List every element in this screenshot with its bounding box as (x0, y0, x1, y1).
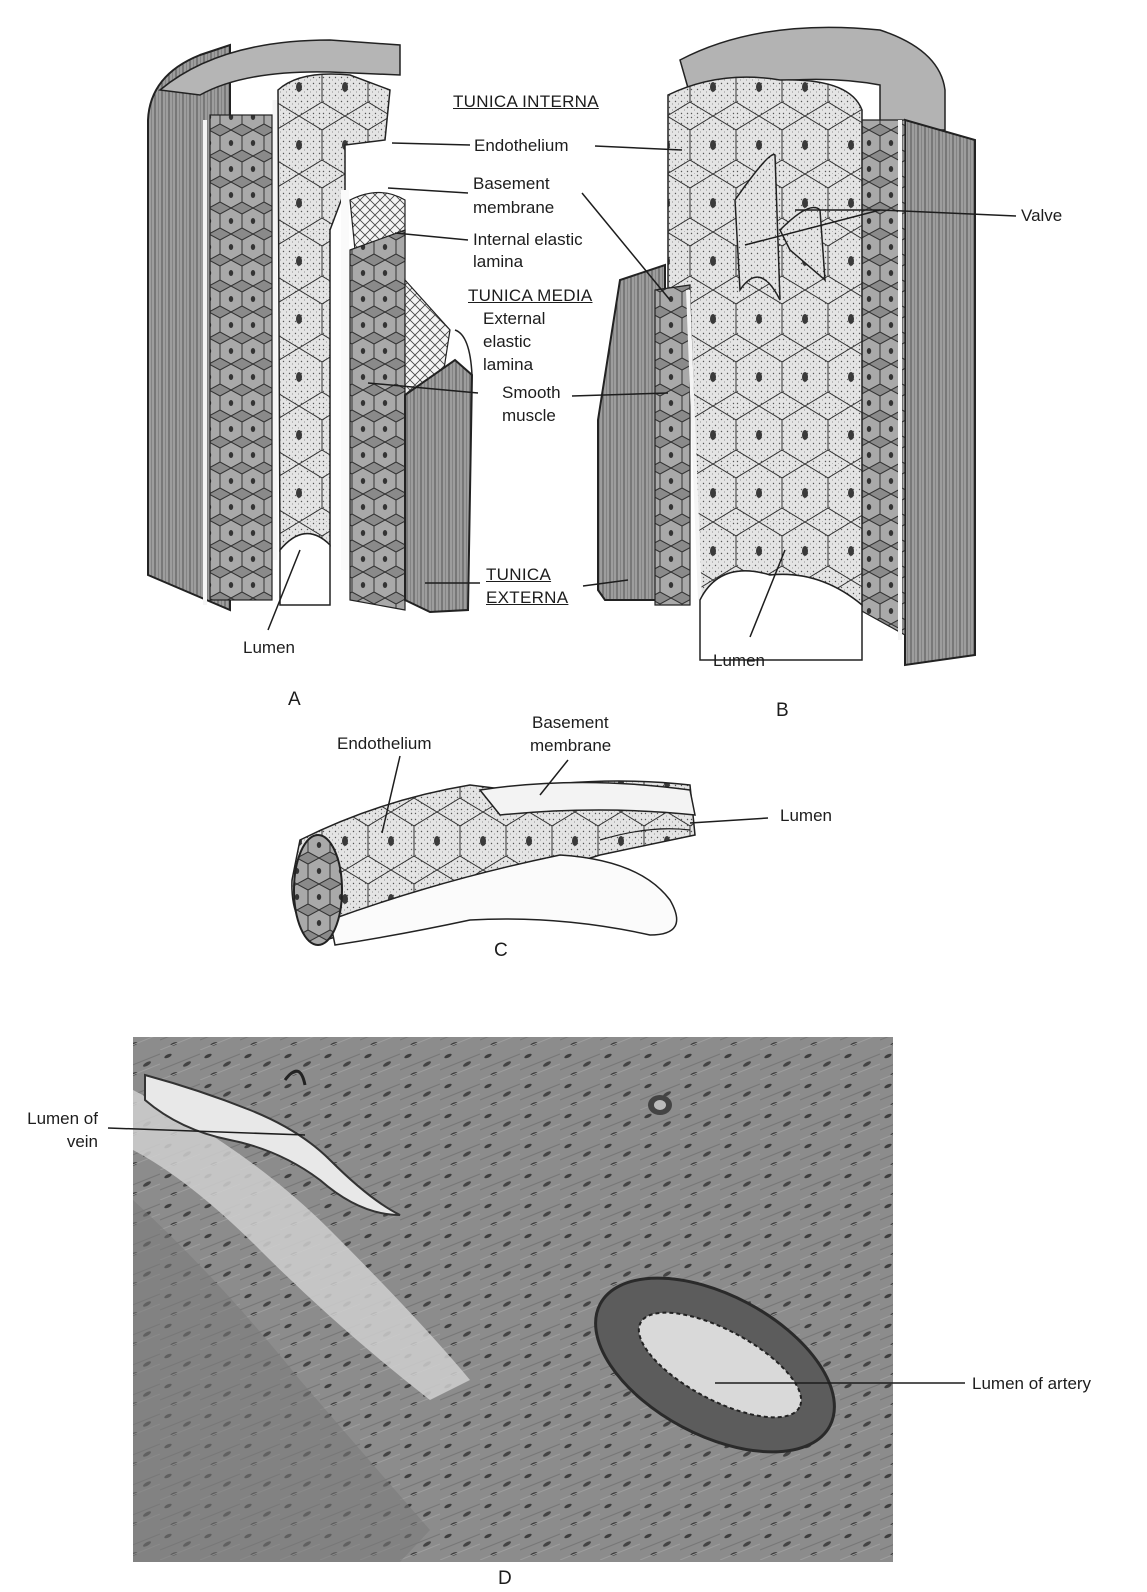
label-lumen-a: Lumen (243, 637, 295, 658)
label-lumen-of-vein-line2: vein (8, 1131, 98, 1152)
label-tunica-externa-line2: EXTERNA (486, 587, 568, 608)
label-tunica-interna: TUNICA INTERNA (453, 91, 599, 112)
panel-letter-b: B (776, 700, 789, 722)
panel-c-lumen-end (294, 835, 342, 945)
label-tunica-externa-line1: TUNICA (486, 564, 551, 585)
label-basement-membrane-c-line1: Basement (532, 712, 609, 733)
label-tunica-media: TUNICA MEDIA (468, 285, 593, 306)
panel-a-illustration (148, 40, 472, 612)
panel-a-smooth-muscle-right (350, 230, 405, 610)
label-external-elastic-line2: elastic (483, 331, 531, 352)
panel-b-smooth-muscle-left (655, 285, 690, 605)
panel-b-illustration (598, 27, 975, 665)
label-basement-membrane-a-line2: membrane (473, 197, 554, 218)
panel-letter-c: C (494, 940, 508, 962)
label-endothelium-a: Endothelium (474, 135, 569, 156)
label-endothelium-c: Endothelium (337, 733, 432, 754)
label-smooth-muscle-line2: muscle (502, 405, 556, 426)
label-lumen-b: Lumen (713, 650, 765, 671)
panel-c-illustration (292, 781, 695, 945)
label-external-elastic-line1: External (483, 308, 545, 329)
label-basement-membrane-a-line1: Basement (473, 173, 550, 194)
panel-d-micrograph (133, 1037, 893, 1562)
label-internal-elastic-line1: Internal elastic (473, 229, 583, 250)
panel-b-outer-right-wall (905, 120, 975, 665)
label-valve: Valve (1021, 205, 1062, 226)
label-internal-elastic-line2: lamina (473, 251, 523, 272)
panel-letter-d: D (498, 1568, 512, 1590)
label-lumen-c: Lumen (780, 805, 832, 826)
label-basement-membrane-c-line2: membrane (530, 735, 611, 756)
label-lumen-of-artery: Lumen of artery (972, 1373, 1091, 1394)
panel-a-outer-right (405, 360, 472, 612)
panel-c-basement-sheet (480, 783, 695, 816)
panel-a-smooth-muscle-left (210, 115, 272, 600)
panel-letter-a: A (288, 689, 301, 711)
panel-a-lumen-opening (280, 534, 330, 605)
label-lumen-of-vein-line1: Lumen of (8, 1108, 98, 1129)
label-external-elastic-line3: lamina (483, 354, 533, 375)
label-smooth-muscle-line1: Smooth (502, 382, 561, 403)
